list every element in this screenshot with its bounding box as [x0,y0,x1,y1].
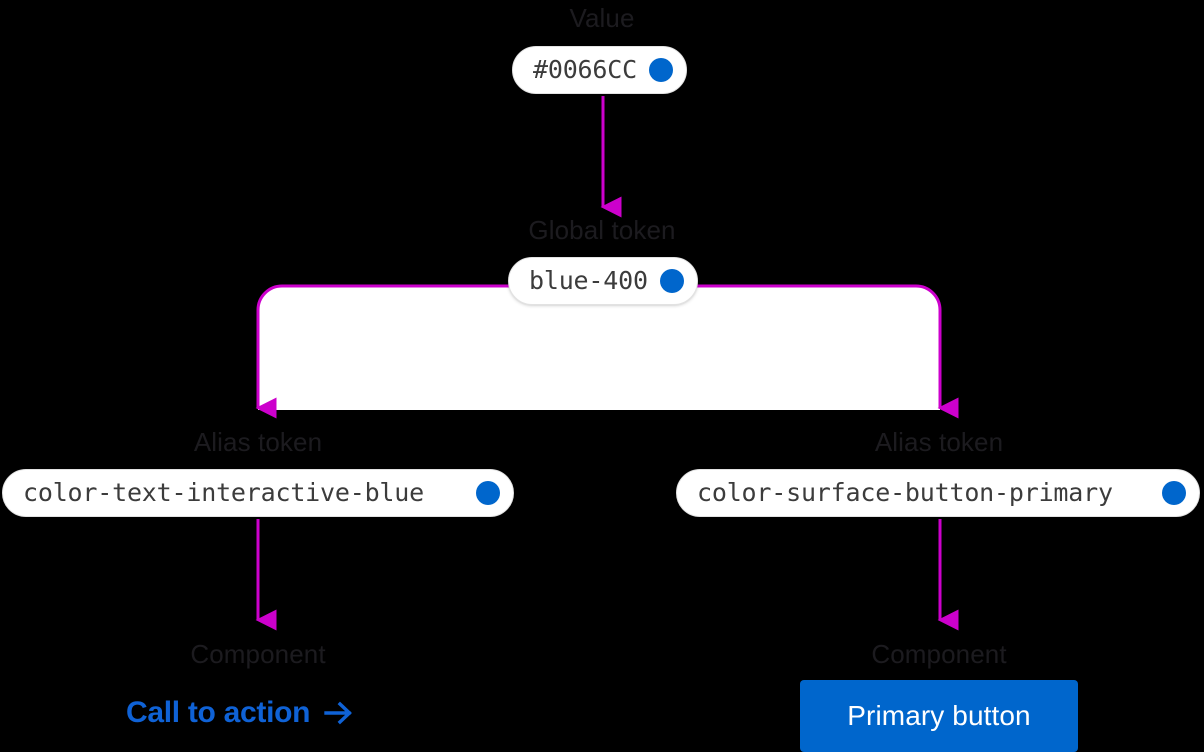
call-to-action-link[interactable]: Call to action [126,696,354,730]
stage-label-global-token: Global token [528,215,676,245]
color-swatch-dot-icon [659,269,684,293]
arrow-right-icon [324,700,354,726]
value-token-text: #0066CC [533,55,637,84]
color-swatch-dot-icon [1162,481,1186,505]
primary-button-label: Primary button [847,700,1031,731]
stage-label-alias-token-right: Alias token [874,427,1004,457]
color-swatch-dot-icon [476,481,500,505]
stage-label-component-right: Component [871,639,1007,669]
call-to-action-label: Call to action [126,696,311,729]
alias-token-pill-surface-button-primary[interactable]: color-surface-button-primary [676,469,1200,517]
stage-label-component-left: Component [190,639,326,669]
alias-token-pill-text-interactive-blue[interactable]: color-text-interactive-blue [2,469,514,517]
alias-token-text: color-text-interactive-blue [23,478,424,507]
value-token-pill[interactable]: #0066CC [512,46,687,94]
global-token-pill[interactable]: blue-400 [508,257,698,305]
color-swatch-dot-icon [648,58,673,82]
global-token-text: blue-400 [529,266,648,295]
stage-label-value: Value [569,3,635,33]
stage-label-alias-token-left: Alias token [193,427,323,457]
alias-token-text: color-surface-button-primary [697,478,1113,507]
primary-button[interactable]: Primary button [800,680,1078,752]
